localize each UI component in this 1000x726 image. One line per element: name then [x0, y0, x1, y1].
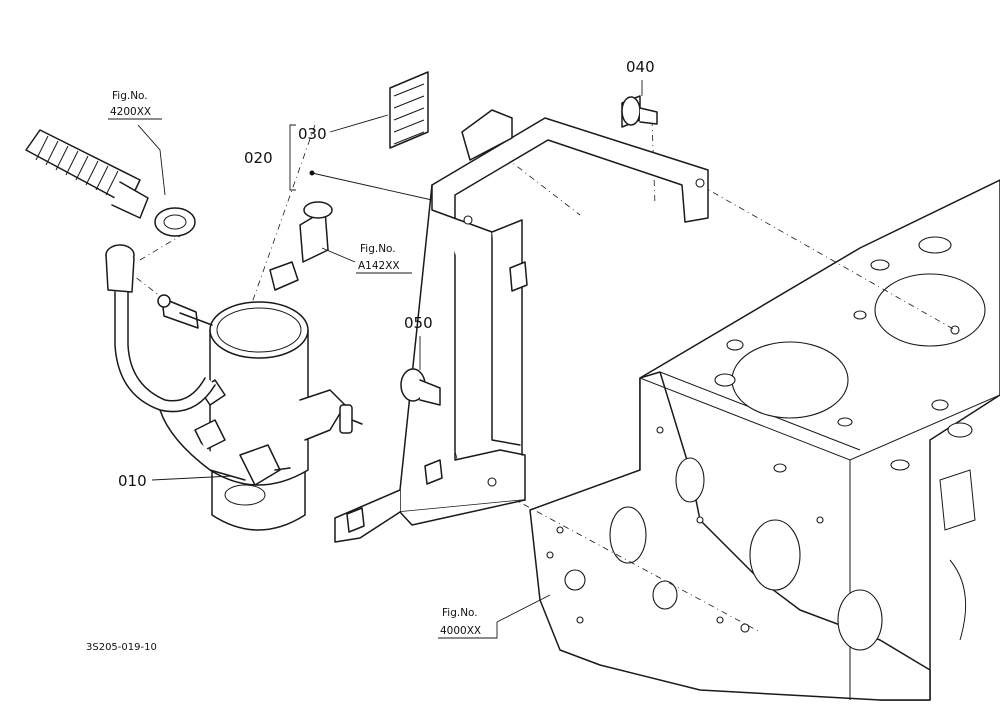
- callout-050: 050: [404, 314, 433, 332]
- fig-ref-hose-caption: Fig.No.: [112, 90, 148, 102]
- bolt-040-drawing: [621, 95, 658, 128]
- fig-ref-hose: Fig.No. 4200XX: [108, 90, 162, 120]
- leader-lines: [137, 80, 643, 623]
- solenoid-assembly-drawing: [157, 201, 363, 531]
- fig-ref-block-number: 4000XX: [440, 625, 481, 637]
- fig-ref-plug-caption: Fig.No.: [360, 243, 396, 255]
- callout-020: 020: [244, 149, 273, 167]
- bolt-050-drawing: [400, 368, 441, 406]
- fig-ref-plug-number: A142XX: [358, 260, 400, 272]
- connector-harness-drawing: [105, 244, 246, 481]
- fig-ref-block: Fig.No. 4000XX: [438, 607, 498, 639]
- diagram-code: 3S205-019-10: [86, 642, 157, 653]
- callout-030: 030: [298, 125, 327, 143]
- callout-010: 010: [118, 472, 147, 490]
- fig-ref-block-caption: Fig.No.: [442, 607, 478, 619]
- label-plate-drawing: [389, 71, 429, 149]
- hose-drawing: [25, 129, 196, 237]
- callout-040: 040: [626, 58, 655, 76]
- engine-block-drawing: [529, 179, 1000, 701]
- fig-ref-hose-number: 4200XX: [110, 106, 151, 118]
- bracket-drawing: [334, 109, 709, 543]
- fig-ref-plug: Fig.No. A142XX: [356, 243, 412, 274]
